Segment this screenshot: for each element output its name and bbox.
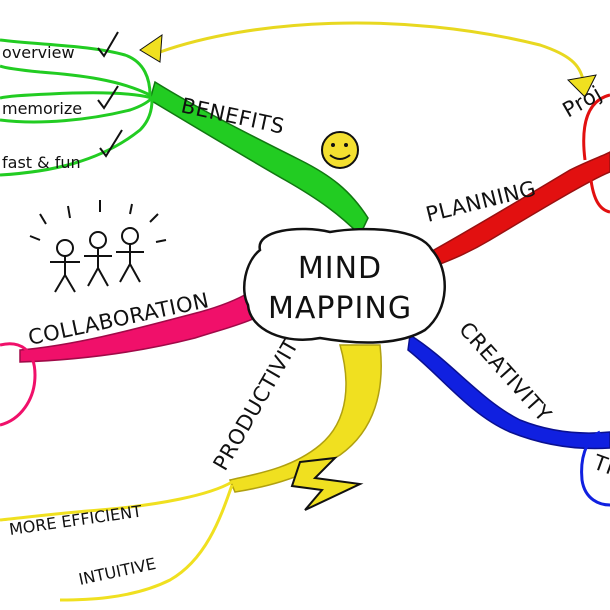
productivity-item-more-efficient: MORE EFFICIENT bbox=[8, 502, 143, 539]
sub-branch-more-efficient bbox=[0, 480, 233, 522]
connector-arrow-line bbox=[159, 21, 585, 81]
benefit-item-memorize: memorize bbox=[2, 99, 82, 118]
lightning-icon bbox=[290, 456, 364, 511]
branch-label-creativity: CREATIVITY bbox=[454, 317, 556, 426]
sub-branch-intuitive bbox=[59, 484, 234, 602]
central-title-line1: MIND bbox=[298, 251, 382, 286]
branch-benefits bbox=[149, 80, 369, 237]
productivity-item-intuitive: INTUITIVE bbox=[77, 554, 158, 589]
checkmark-icon bbox=[99, 129, 123, 158]
checkmark-icon bbox=[97, 31, 119, 58]
sub-branch-creativity bbox=[580, 430, 610, 507]
benefit-item-fast-fun: fast & fun bbox=[2, 153, 81, 172]
planning-item-proj: Proj bbox=[559, 81, 607, 122]
sub-branch-planning bbox=[582, 93, 610, 161]
smiley-icon bbox=[321, 131, 359, 169]
arrowhead-icon bbox=[139, 34, 163, 63]
branch-planning bbox=[424, 151, 610, 269]
arrowhead-icon bbox=[566, 74, 597, 98]
central-node bbox=[242, 227, 446, 344]
branch-label-productivity: PRODUCTIVITY bbox=[209, 323, 310, 475]
sub-branch-planning-2 bbox=[588, 169, 610, 214]
sub-branch-overview bbox=[0, 38, 152, 98]
sub-branch-fast-fun bbox=[0, 99, 154, 177]
sub-branch-collaboration bbox=[0, 342, 37, 427]
checkmark-icon bbox=[97, 85, 119, 110]
central-title-line2: MAPPING bbox=[268, 291, 412, 326]
creativity-item-th: TH bbox=[589, 450, 610, 483]
sub-branch-memorize bbox=[0, 91, 155, 124]
benefit-item-overview: overview bbox=[2, 43, 75, 62]
stick-figures-icon bbox=[29, 200, 167, 293]
